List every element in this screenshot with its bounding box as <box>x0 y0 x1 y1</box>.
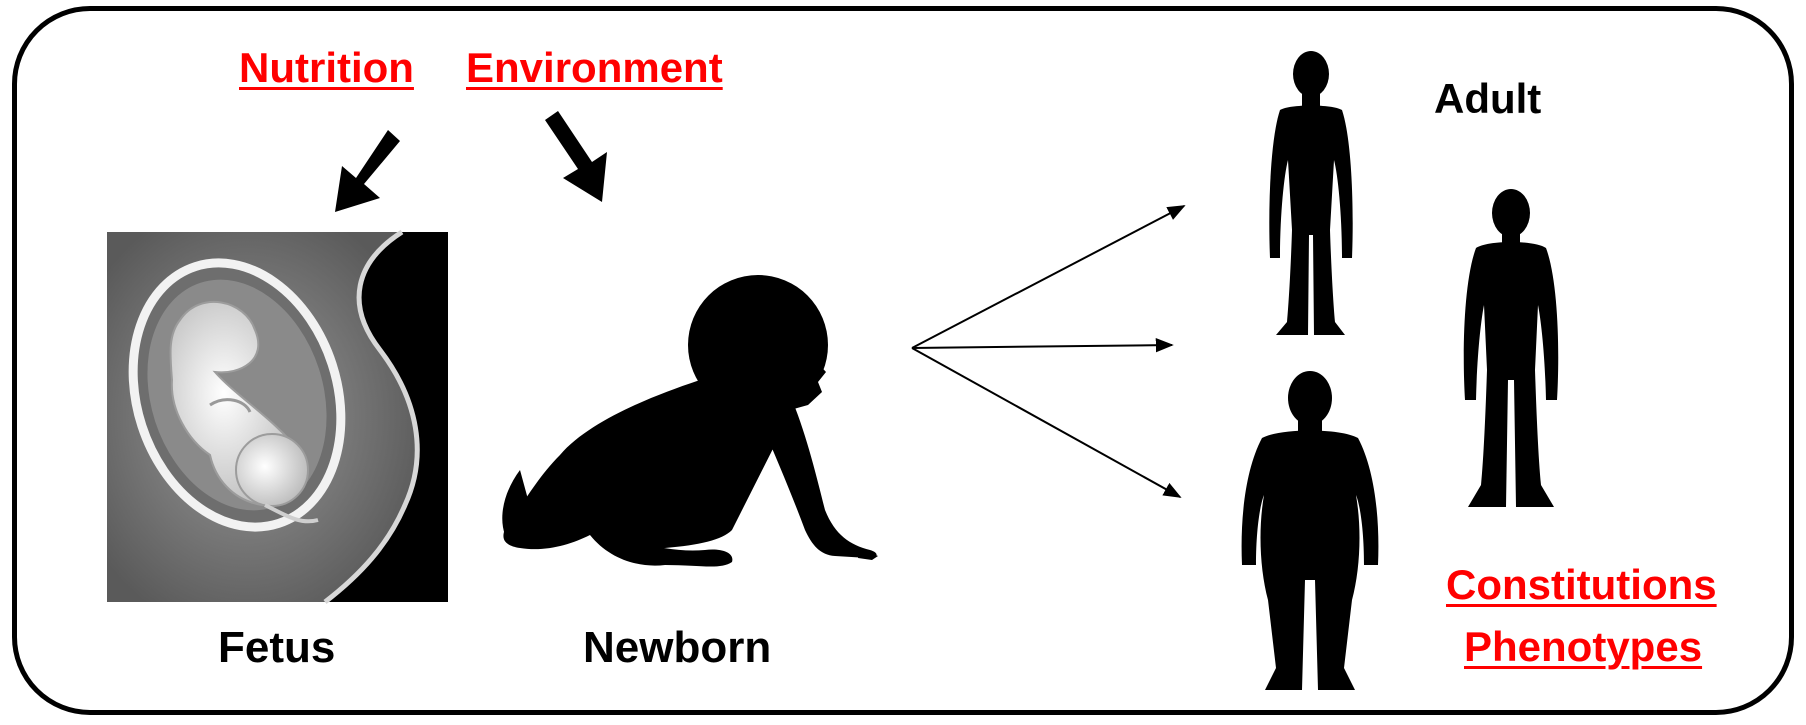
nutrition-label: Nutrition <box>239 47 414 89</box>
environment-label: Environment <box>466 47 723 89</box>
heavy-adult-silhouette <box>1242 371 1379 690</box>
fetus-image <box>100 232 448 602</box>
newborn-label: Newborn <box>583 626 771 670</box>
nutrition-arrow <box>335 130 400 212</box>
slim-adult-silhouette <box>1269 51 1352 335</box>
phenotypes-label: Phenotypes <box>1464 626 1702 668</box>
adult-label: Adult <box>1434 78 1541 120</box>
arrow-to-heavy <box>912 348 1180 497</box>
arrow-to-medium <box>912 345 1172 348</box>
environment-arrow <box>545 111 607 202</box>
constitutions-label: Constitutions <box>1446 564 1717 606</box>
newborn-silhouette <box>502 275 878 567</box>
fetus-label: Fetus <box>218 626 335 670</box>
arrow-to-adult <box>912 206 1184 348</box>
medium-adult-silhouette <box>1464 189 1558 507</box>
